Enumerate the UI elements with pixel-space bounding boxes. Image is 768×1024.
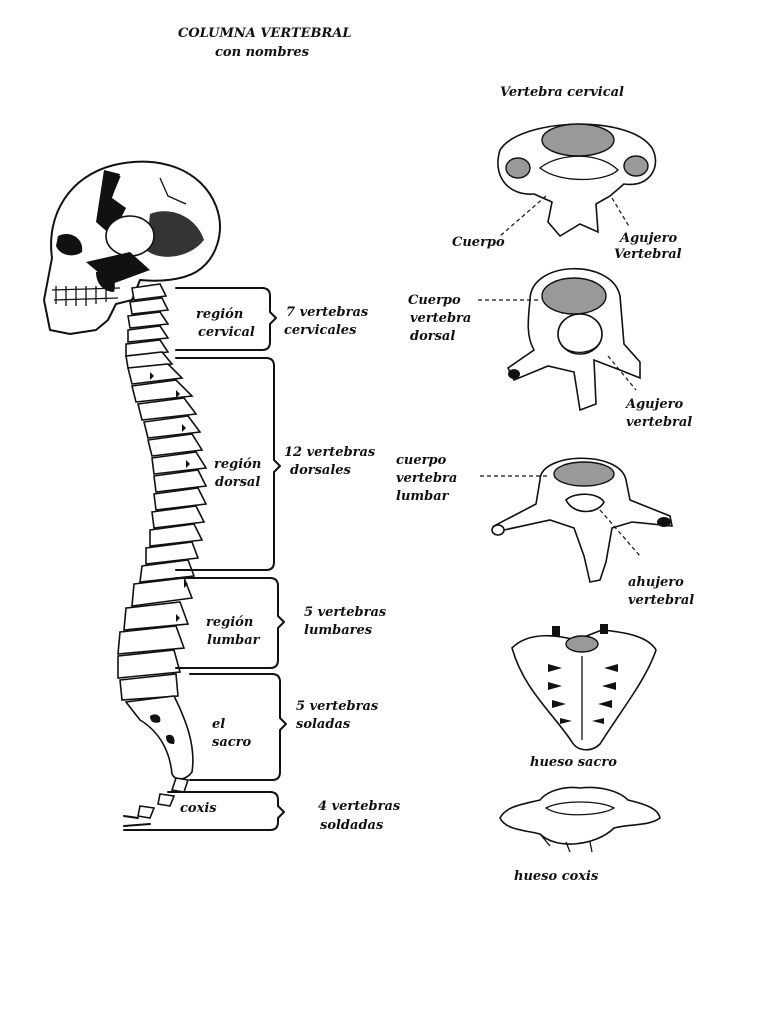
dorsal-body-label-2: vertebra xyxy=(410,311,472,326)
region-lumbar-count-2: lumbares xyxy=(304,623,373,638)
region-cervical-count-1: 7 vertebras xyxy=(286,305,369,320)
region-sacrum-label-1: el xyxy=(212,717,226,732)
region-lumbar-count-1: 5 vertebras xyxy=(304,605,387,620)
dorsal-vertebra-drawing xyxy=(478,267,641,412)
dorsal-hole-label-2: vertebral xyxy=(626,415,693,430)
region-lumbar-label-1: región xyxy=(206,615,254,630)
region-coccyx-count-1: 4 vertebras xyxy=(318,799,401,814)
region-coccyx-label: coxis xyxy=(180,801,217,816)
cervical-vertebra-drawing xyxy=(497,123,657,238)
region-cervical-label-1: región xyxy=(196,307,244,322)
skull-drawing xyxy=(43,160,221,335)
lumbar-vertebra-drawing xyxy=(480,457,673,583)
region-sacrum-count-2: soladas xyxy=(296,717,351,732)
lumbar-hole-label-1: ahujero xyxy=(628,575,684,590)
region-dorsal-label-2: dorsal xyxy=(215,475,261,490)
coccyx-drawing xyxy=(499,786,661,853)
lumbar-body-label-3: lumbar xyxy=(396,489,449,504)
cervical-body-label: Cuerpo xyxy=(452,235,505,250)
cervical-vertebra-heading: Vertebra cervical xyxy=(500,85,624,100)
region-sacrum-count-1: 5 vertebras xyxy=(296,699,379,714)
region-lumbar-label-2: lumbar xyxy=(207,633,260,648)
cervical-hole-label-2: Vertebral xyxy=(614,247,682,262)
coccyx-caption: hueso coxis xyxy=(514,869,599,884)
region-dorsal-count-2: dorsales xyxy=(290,463,351,478)
title-line-1: COLUMNA VERTEBRAL xyxy=(178,26,352,41)
dorsal-hole-label-1: Agujero xyxy=(626,397,684,412)
region-cervical-label-2: cervical xyxy=(198,325,255,340)
lumbar-body-label-1: cuerpo xyxy=(396,453,447,468)
cervical-hole-label-1: Agujero xyxy=(620,231,678,246)
vertebral-column-drawing xyxy=(117,283,208,827)
region-sacrum-label-2: sacro xyxy=(212,735,252,750)
dorsal-body-label-3: dorsal xyxy=(410,329,456,344)
dorsal-body-label-1: Cuerpo xyxy=(408,293,461,308)
sacrum-drawing xyxy=(511,624,657,751)
sacrum-caption: hueso sacro xyxy=(530,755,617,770)
region-cervical-count-2: cervicales xyxy=(284,323,357,338)
lumbar-hole-label-2: vertebral xyxy=(628,593,695,608)
lumbar-body-label-2: vertebra xyxy=(396,471,458,486)
region-dorsal-label-1: región xyxy=(214,457,262,472)
region-coccyx-count-2: soldadas xyxy=(320,818,384,833)
region-dorsal-count-1: 12 vertebras xyxy=(284,445,376,460)
region-brackets xyxy=(123,287,287,831)
title-line-2: con nombres xyxy=(215,45,309,60)
